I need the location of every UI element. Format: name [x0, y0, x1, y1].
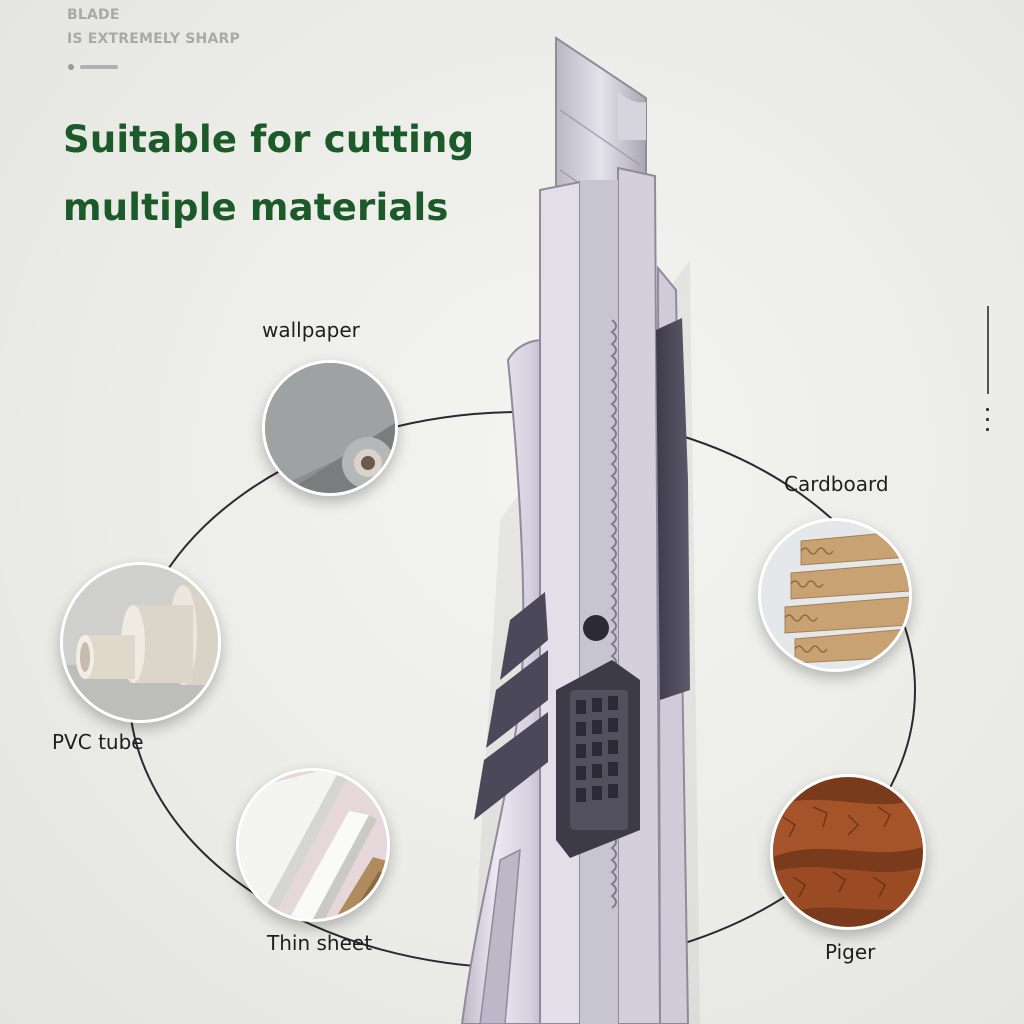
side-scroll-line [987, 306, 989, 394]
label-pvc-tube: PVC tube [52, 730, 144, 754]
label-thin-sheet: Thin sheet [267, 931, 373, 955]
label-leather: Piger [825, 940, 876, 964]
side-more-icon [985, 408, 991, 438]
label-wallpaper: wallpaper [262, 318, 360, 342]
label-cardboard: Cardboard [784, 472, 889, 496]
knife-slider-button [556, 660, 640, 858]
headline-line-1: Suitable for cutting [63, 118, 475, 161]
knife-body [539, 180, 581, 1024]
wallpaper-image [262, 360, 398, 496]
pvc-tube-image [60, 562, 221, 723]
knife-finger-grips [474, 592, 548, 820]
eyebrow-line-1: BLADE [67, 7, 120, 23]
eyebrow-line-2: IS EXTREMELY SHARP [67, 31, 240, 47]
cardboard-image [758, 518, 912, 672]
headline-line-2: multiple materials [63, 186, 449, 229]
knife-side-grip [656, 318, 690, 700]
thin-sheet-image [236, 768, 390, 922]
leather-image [770, 774, 926, 930]
knife-screw [583, 615, 609, 641]
